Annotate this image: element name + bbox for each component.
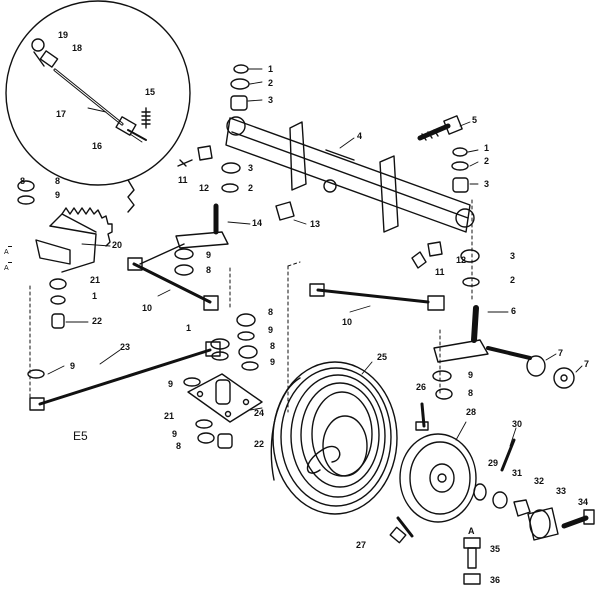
callout-11-right: 11 xyxy=(435,267,445,277)
figure-code-label: E5 xyxy=(73,429,88,443)
callout-3-low: 3 xyxy=(510,251,516,261)
top-spindle-parts xyxy=(221,64,480,287)
callout-26: 26 xyxy=(416,382,427,392)
callout-5: 5 xyxy=(472,115,478,125)
callout-35: 35 xyxy=(490,544,501,554)
callout-16: 16 xyxy=(92,141,103,151)
callout-8-b: 8 xyxy=(268,307,274,317)
front-axle xyxy=(225,116,475,233)
callout-2-top: 2 xyxy=(268,78,274,88)
callout-27: 27 xyxy=(356,540,367,550)
callout-12-left: 12 xyxy=(199,183,210,193)
callout-34: 34 xyxy=(578,497,589,507)
callout-18: 18 xyxy=(72,43,83,53)
callout-22-a: 22 xyxy=(92,316,103,326)
callout-8-a: 8 xyxy=(206,265,212,275)
callout-36: 36 xyxy=(490,575,501,585)
callout-8-d: 8 xyxy=(176,441,182,451)
marker-a: A xyxy=(468,526,475,536)
callout-9-left: 9 xyxy=(55,190,61,200)
callout-32: 32 xyxy=(534,476,545,486)
callout-9-g: 9 xyxy=(468,370,474,380)
callout-24: 24 xyxy=(254,408,265,418)
callout-8-leftb: 8 xyxy=(55,176,61,186)
callout-9-a: 9 xyxy=(206,250,212,260)
callout-9-c: 9 xyxy=(270,357,276,367)
fittings-and-nuts xyxy=(177,145,443,269)
callout-3-top: 3 xyxy=(268,95,274,105)
callout-14: 14 xyxy=(252,218,263,228)
right-spindle xyxy=(433,305,575,389)
callout-21-a: 21 xyxy=(90,275,101,285)
callout-6: 6 xyxy=(511,306,517,316)
callout-17: 17 xyxy=(56,109,67,119)
callout-8-c: 8 xyxy=(270,341,276,351)
callout-9-f: 9 xyxy=(172,429,178,439)
right-small-parts xyxy=(432,370,453,400)
callout-9-d: 9 xyxy=(70,361,76,371)
callout-9-b: 9 xyxy=(268,325,274,335)
callout-25: 25 xyxy=(377,352,388,362)
callout-22-b: 22 xyxy=(254,439,265,449)
callout-9-e: 9 xyxy=(168,379,174,389)
callout-28: 28 xyxy=(466,407,477,417)
callout-2-mid: 2 xyxy=(248,183,254,193)
steering-sector-gear xyxy=(17,180,113,329)
inset-detail-circle xyxy=(5,0,191,213)
left-spindle xyxy=(139,203,229,265)
tire xyxy=(270,361,398,515)
drag-link xyxy=(27,341,221,411)
callout-1-top: 1 xyxy=(268,64,274,74)
callout-21-b: 21 xyxy=(164,411,175,421)
tie-rods xyxy=(127,257,445,311)
callout-3-mid: 3 xyxy=(248,163,254,173)
callout-2-right: 2 xyxy=(484,156,490,166)
callout-29: 29 xyxy=(488,458,499,468)
callout-10-right: 10 xyxy=(342,317,353,327)
callout-3-right: 3 xyxy=(484,179,490,189)
callout-8-e: 8 xyxy=(468,388,474,398)
callout-31: 31 xyxy=(512,468,523,478)
callout-1-right: 1 xyxy=(484,143,490,153)
callout-19: 19 xyxy=(58,30,69,40)
callout-2-low: 2 xyxy=(510,275,516,285)
callout-7-b: 7 xyxy=(584,359,590,369)
callout-23: 23 xyxy=(120,342,131,352)
callout-4: 4 xyxy=(357,131,363,141)
dashed-leaders xyxy=(29,199,473,413)
callout-10-left: 10 xyxy=(142,303,153,313)
callout-11-left: 11 xyxy=(178,175,188,185)
callout-8-left: 8 xyxy=(20,176,26,186)
callout-30: 30 xyxy=(512,419,523,429)
steering-bracket xyxy=(174,248,263,449)
side-marker-a2: A xyxy=(4,265,9,272)
callout-1-a: 1 xyxy=(92,291,98,301)
axle-bolt xyxy=(417,115,463,141)
wheel-rim xyxy=(399,433,477,523)
callout-7-a: 7 xyxy=(558,348,564,358)
side-marker-a1: A xyxy=(4,249,9,256)
callout-leaders xyxy=(47,68,583,447)
callout-12-right: 12 xyxy=(456,255,467,265)
hub-parts xyxy=(389,402,595,585)
callout-33: 33 xyxy=(556,486,567,496)
callout-13: 13 xyxy=(310,219,321,229)
callout-1-b: 1 xyxy=(186,323,192,333)
callout-20: 20 xyxy=(112,240,123,250)
callout-15: 15 xyxy=(145,87,156,97)
